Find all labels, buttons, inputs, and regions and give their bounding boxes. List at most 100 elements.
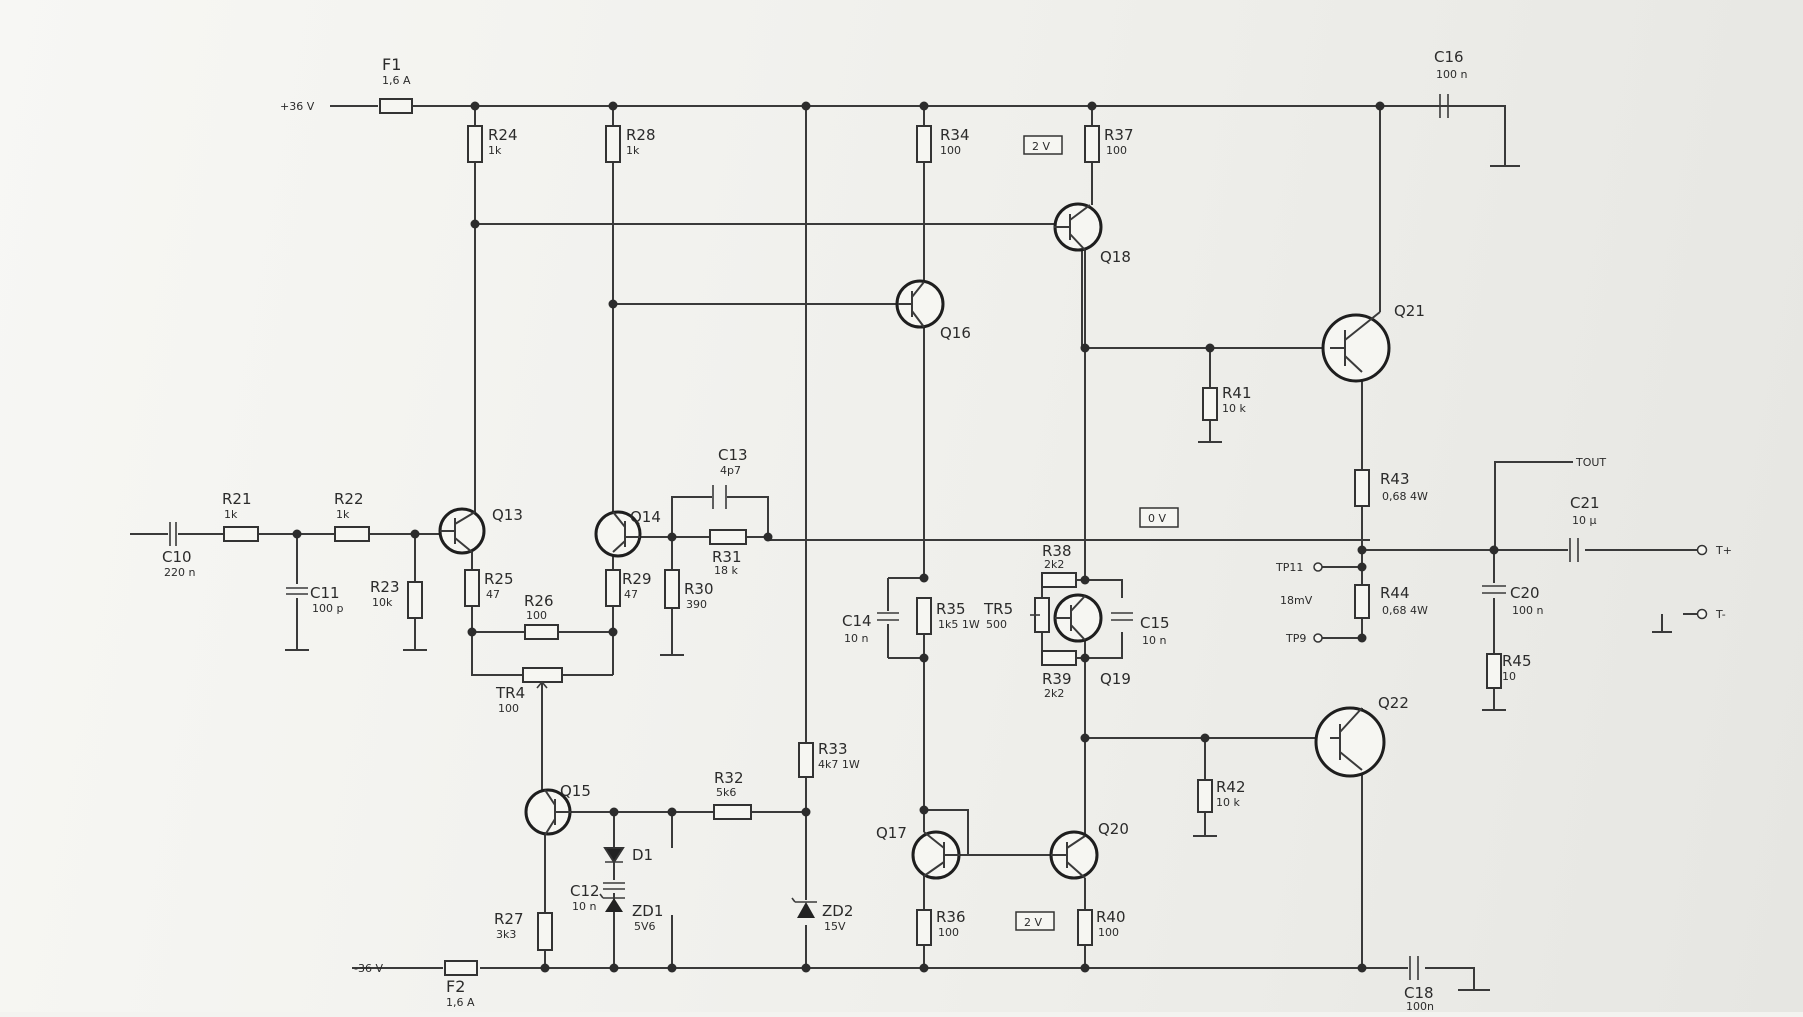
- svg-text:1k5 1W: 1k5 1W: [938, 618, 980, 631]
- svg-text:47: 47: [624, 588, 638, 601]
- svg-text:10 k: 10 k: [1216, 796, 1240, 809]
- svg-text:F2: F2: [446, 977, 465, 996]
- svg-text:T+: T+: [1715, 544, 1732, 557]
- svg-text:0,68 4W: 0,68 4W: [1382, 604, 1428, 617]
- wires: [130, 105, 1697, 991]
- svg-text:100: 100: [1106, 144, 1127, 157]
- svg-text:R27: R27: [494, 910, 524, 928]
- svg-text:1k: 1k: [626, 144, 640, 157]
- svg-text:R22: R22: [334, 490, 364, 508]
- svg-text:ZD2: ZD2: [822, 902, 853, 920]
- svg-text:100: 100: [498, 702, 519, 715]
- svg-text:R21: R21: [222, 490, 252, 508]
- svg-text:R41: R41: [1222, 384, 1252, 402]
- diode-d1: D1: [603, 846, 653, 864]
- transistor-q21: Q21: [1321, 302, 1425, 383]
- svg-text:10 n: 10 n: [844, 632, 868, 645]
- svg-text:0,68 4W: 0,68 4W: [1382, 490, 1428, 503]
- svg-text:C12: C12: [570, 882, 600, 900]
- svg-text:C14: C14: [842, 612, 872, 630]
- svg-text:10 n: 10 n: [572, 900, 596, 913]
- svg-text:100 n: 100 n: [1436, 68, 1467, 81]
- transistor-q17: Q17: [876, 824, 961, 880]
- svg-text:C20: C20: [1510, 584, 1540, 602]
- svg-text:Q15: Q15: [560, 782, 591, 800]
- svg-text:ZD1: ZD1: [632, 902, 663, 920]
- svg-text:R44: R44: [1380, 584, 1410, 602]
- transistor-q20: Q20: [1049, 820, 1129, 880]
- svg-text:Q17: Q17: [876, 824, 907, 842]
- capacitor-c15: C15 10 n: [1111, 612, 1170, 647]
- svg-text:1k: 1k: [336, 508, 350, 521]
- svg-text:2k2: 2k2: [1044, 558, 1064, 571]
- svg-text:C13: C13: [718, 446, 748, 464]
- svg-text:R33: R33: [818, 740, 848, 758]
- rail-positive-label: +36 V: [280, 100, 315, 113]
- svg-text:R35: R35: [936, 600, 966, 618]
- svg-text:R28: R28: [626, 126, 656, 144]
- svg-text:1,6 A: 1,6 A: [382, 74, 411, 87]
- svg-text:C11: C11: [310, 584, 340, 602]
- transistor-q22: Q22: [1314, 694, 1409, 778]
- svg-text:5k6: 5k6: [716, 786, 736, 799]
- svg-text:2 V: 2 V: [1024, 916, 1042, 929]
- svg-text:C15: C15: [1140, 614, 1170, 632]
- svg-text:R24: R24: [488, 126, 518, 144]
- svg-text:1k: 1k: [488, 144, 502, 157]
- resistor-r44: R44 0,68 4W: [1354, 584, 1428, 619]
- svg-text:4p7: 4p7: [720, 464, 741, 477]
- voltage-box-bottom: 2 V: [1015, 911, 1055, 931]
- svg-text:100: 100: [940, 144, 961, 157]
- svg-text:C18: C18: [1404, 984, 1434, 1002]
- svg-text:18 k: 18 k: [714, 564, 738, 577]
- svg-text:220 n: 220 n: [164, 566, 195, 579]
- fuse-f2: F2 1,6 A: [444, 960, 478, 1009]
- tout-label: TOUT: [1575, 456, 1606, 469]
- svg-text:10 k: 10 k: [1222, 402, 1246, 415]
- svg-text:R36: R36: [936, 908, 966, 926]
- svg-text:C16: C16: [1434, 48, 1464, 66]
- output-terminal-pos: T+: [1696, 544, 1732, 557]
- svg-text:T-: T-: [1715, 608, 1726, 621]
- svg-text:R31: R31: [712, 548, 742, 566]
- svg-text:100 p: 100 p: [312, 602, 343, 615]
- transistor-q18: Q18: [1053, 202, 1131, 266]
- svg-text:TR4: TR4: [495, 684, 525, 702]
- fuse-f1: F1 1,6 A: [379, 55, 413, 114]
- transistor-q14: Q14: [594, 508, 661, 558]
- svg-text:R39: R39: [1042, 670, 1072, 688]
- svg-text:10 n: 10 n: [1142, 634, 1166, 647]
- svg-text:2k2: 2k2: [1044, 687, 1064, 700]
- capacitor-c14: C14 10 n: [842, 612, 899, 645]
- svg-text:Q13: Q13: [492, 506, 523, 524]
- svg-text:100n: 100n: [1406, 1000, 1434, 1012]
- svg-text:0 V: 0 V: [1148, 512, 1166, 525]
- svg-text:TP11: TP11: [1275, 561, 1303, 574]
- svg-text:100: 100: [938, 926, 959, 939]
- svg-text:F1: F1: [382, 55, 401, 74]
- svg-text:100: 100: [526, 609, 547, 622]
- svg-text:R42: R42: [1216, 778, 1246, 796]
- voltage-box-top: 2 V: [1023, 135, 1063, 155]
